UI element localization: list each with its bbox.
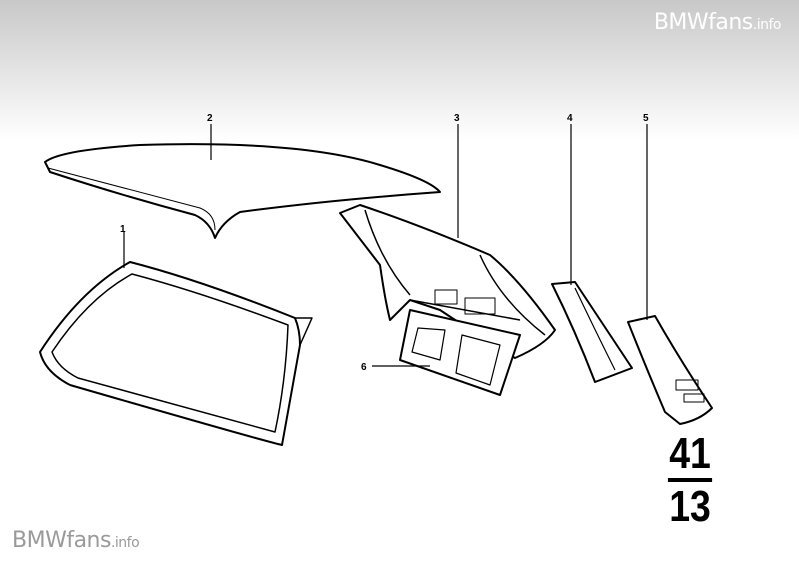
callout-4: 4 <box>567 113 573 124</box>
part-c-pillar-trim[interactable] <box>551 281 633 383</box>
header-gradient <box>0 0 799 140</box>
group-divider <box>667 478 713 482</box>
callout-5: 5 <box>643 113 649 124</box>
group-sub: 13 <box>669 482 711 531</box>
watermark-top: BMWfans.info <box>653 10 782 35</box>
part-roof-panel[interactable] <box>44 143 441 239</box>
part-rear-panel[interactable] <box>339 204 556 359</box>
callout-3: 3 <box>454 113 460 124</box>
watermark-bottom: BMWfans.info <box>12 528 140 553</box>
callout-2: 2 <box>207 113 213 124</box>
leader-lines <box>123 124 648 367</box>
group-main: 41 <box>669 429 711 478</box>
part-pillar-cover[interactable] <box>627 315 713 425</box>
part-rear-inner-panel[interactable] <box>399 309 521 396</box>
callout-1: 1 <box>120 224 126 235</box>
group-number: 41 13 <box>667 429 713 531</box>
callout-6: 6 <box>361 362 367 373</box>
part-windshield-frame[interactable] <box>39 261 313 446</box>
